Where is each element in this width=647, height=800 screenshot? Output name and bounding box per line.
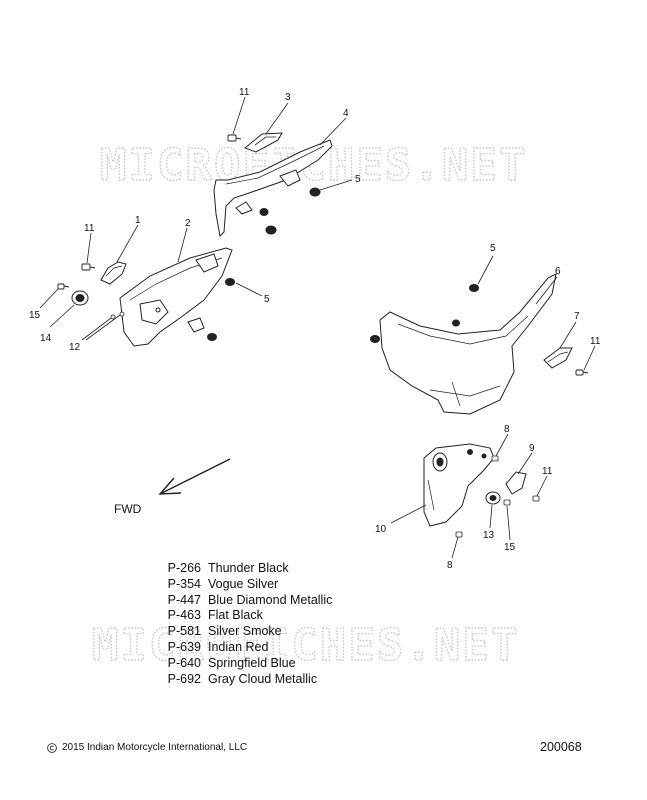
watermark-bottom: MICROFICHES.NET: [92, 620, 519, 671]
callout-1: 1: [135, 215, 141, 226]
callout-12: 12: [69, 342, 81, 353]
copyright-icon: [47, 742, 57, 753]
part-6-right-side-cover: [379, 273, 557, 415]
legend-color-name: Blue Diamond Metallic: [208, 592, 333, 607]
callout-5: 5: [264, 294, 270, 305]
callout-11: 11: [84, 223, 95, 234]
callout-5: 5: [490, 243, 496, 254]
legend-row: P-640 Springfield Blue: [152, 656, 332, 672]
part-5-grommets-upper: [259, 187, 321, 235]
legend-row: P-639 Indian Red: [152, 640, 332, 656]
callout-10: 10: [375, 524, 387, 535]
callout-9: 9: [529, 443, 535, 454]
part-9-latch: [505, 471, 527, 495]
legend-code: P-266: [167, 561, 201, 575]
callout-5: 5: [355, 174, 361, 185]
callout-3: 3: [285, 92, 291, 103]
part-4-upper-panel: [213, 139, 333, 238]
part-14-grommet: [71, 290, 89, 306]
legend-code: P-463: [167, 608, 201, 623]
legend-row: P-463 Flat Black: [152, 608, 332, 624]
copyright-notice: 2015 Indian Motorcycle International, LL…: [47, 742, 247, 753]
callout-11: 11: [590, 336, 601, 347]
part-12-screws: [110, 311, 125, 320]
part-1-cover: [100, 261, 127, 285]
legend-row: P-266 Thunder Black: [152, 561, 332, 577]
legend-code: P-581: [167, 624, 201, 639]
legend-color-name: Vogue Silver: [208, 576, 279, 591]
part-5-grommets-right: [370, 284, 479, 343]
part-10-bracket: [423, 443, 495, 527]
part-11-screw-lower: [532, 495, 540, 502]
legend-row: P-692 Gray Cloud Metallic: [152, 672, 332, 688]
part-8-screws: [455, 455, 499, 538]
legend-code: P-447: [167, 592, 201, 607]
callout-8: 8: [504, 424, 510, 435]
forward-arrow-icon: [158, 458, 231, 495]
fwd-label: FWD: [114, 502, 142, 516]
legend-code: P-639: [167, 639, 201, 654]
part-11-screw-left: [81, 263, 96, 271]
leader-lines: [39, 96, 596, 559]
legend-code: P-640: [167, 655, 201, 670]
callout-15: 15: [29, 310, 41, 321]
part-13-grommet: [485, 491, 501, 505]
part-7-latch: [543, 347, 573, 369]
callout-2: 2: [185, 218, 191, 229]
legend-color-name: Flat Black: [208, 608, 263, 623]
callout-7: 7: [574, 311, 580, 322]
part-11-screw-top: [227, 134, 242, 142]
legend-color-name: Indian Red: [208, 639, 269, 654]
part-2-left-side-cover: [119, 247, 233, 347]
part-5-grommets-left: [207, 278, 235, 341]
callout-6: 6: [555, 266, 561, 277]
callout-11: 11: [542, 466, 553, 477]
callout-11: 11: [239, 87, 250, 98]
part-11-screw-right: [575, 369, 589, 376]
legend-color-name: Silver Smoke: [208, 624, 282, 639]
legend-code: P-354: [167, 576, 201, 591]
legend-color-name: Thunder Black: [208, 561, 289, 575]
part-15-screw-right: [503, 499, 511, 506]
part-15-screw-left: [57, 283, 70, 290]
legend-row: P-354 Vogue Silver: [152, 577, 332, 593]
paint-color-legend: P-266 Thunder Black P-354 Vogue Silver P-4…: [152, 561, 333, 688]
legend-code: P-692: [167, 671, 201, 686]
callout-8: 8: [447, 560, 453, 571]
callout-15: 15: [504, 542, 516, 553]
legend-color-name: Springfield Blue: [208, 655, 296, 670]
callout-13: 13: [483, 530, 495, 541]
legend-row: P-581 Silver Smoke: [152, 624, 332, 640]
copyright-text: 2015 Indian Motorcycle International, LL…: [62, 742, 248, 753]
legend-row: P-447 Blue Diamond Metallic: [152, 592, 333, 609]
legend-color-name: Gray Cloud Metallic: [208, 671, 318, 686]
callout-14: 14: [40, 333, 52, 344]
diagram-number: 200068: [540, 740, 582, 754]
part-3-cover: [244, 132, 283, 153]
callout-4: 4: [343, 108, 349, 119]
